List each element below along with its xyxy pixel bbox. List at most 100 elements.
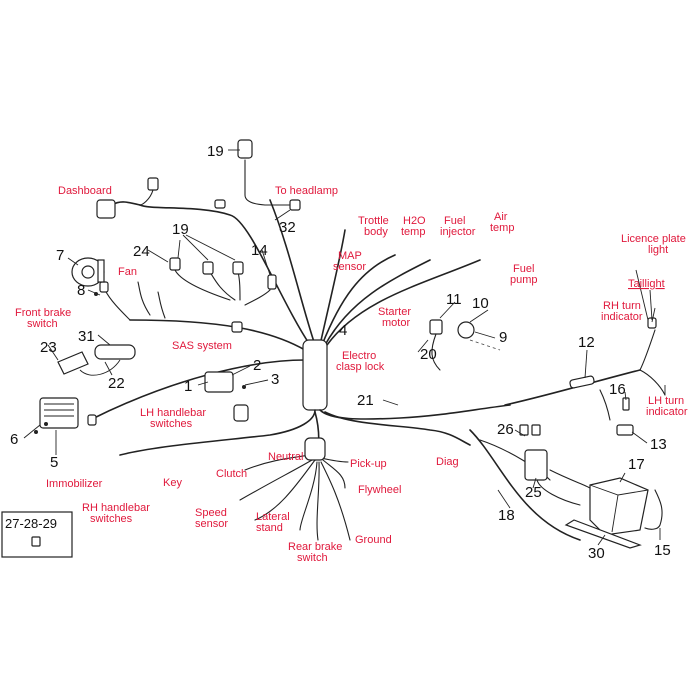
number-30: 30 — [588, 545, 605, 562]
number-13: 13 — [650, 436, 667, 453]
label-taillight: Taillight — [628, 278, 665, 290]
starter-components — [429, 319, 501, 371]
label-trottle-body-1: Trottle — [358, 215, 389, 227]
label-front-brake-switch-2: switch — [27, 318, 58, 330]
label-flywheel: Flywheel — [358, 484, 401, 496]
label-rh-handlebar-switches-1: RH handlebar — [82, 502, 150, 514]
number-1: 1 — [184, 378, 192, 395]
label-fuel-injector-2: injector — [440, 226, 476, 238]
label-fuel-injector-1: Fuel — [444, 215, 465, 227]
number-18: 18 — [498, 507, 515, 524]
label-electro-clasp-lock-2: clasp lock — [336, 361, 385, 373]
label-rh-turn-indicator-1: RH turn — [603, 300, 641, 312]
battery-17 — [589, 477, 649, 536]
horn — [71, 257, 105, 287]
label-air-temp-2: temp — [490, 222, 514, 234]
label-pick-up: Pick-up — [350, 458, 387, 470]
number-4: 4 — [339, 322, 347, 339]
label-lh-handlebar-switches-1: LH handlebar — [140, 407, 206, 419]
label-h2o-temp-2: temp — [401, 226, 425, 238]
label-sas-system: SAS system — [172, 340, 232, 352]
number-15: 15 — [654, 542, 671, 559]
number-8: 8 — [77, 282, 85, 299]
number-17: 17 — [628, 456, 645, 473]
label-clutch: Clutch — [216, 468, 247, 480]
label-rh-handlebar-switches-2: switches — [90, 513, 133, 525]
label-diag: Diag — [436, 456, 459, 468]
label-front-brake-switch-1: Front brake — [15, 307, 71, 319]
label-speed-sensor-2: sensor — [195, 518, 228, 530]
label-map-sensor-2: sensor — [333, 261, 366, 273]
label-key: Key — [163, 477, 182, 489]
component-labels: Dashboard To headlamp Trottle body H2O t… — [15, 185, 688, 564]
number-14: 14 — [251, 242, 268, 259]
label-licence-plate-light-1: Licence plate — [621, 233, 686, 245]
regulator-5 — [39, 397, 97, 429]
number-10: 10 — [472, 295, 489, 312]
label-fuel-pump-1: Fuel — [513, 263, 534, 275]
fasteners — [34, 292, 246, 434]
number-9: 9 — [499, 329, 507, 346]
label-air-temp-1: Air — [494, 211, 508, 223]
label-starter-motor-2: motor — [382, 317, 410, 329]
label-dashboard: Dashboard — [58, 185, 112, 197]
part-numbers: 19 32 19 24 14 7 8 4 31 23 22 2 3 1 6 5 … — [5, 143, 671, 562]
parts-box-label: 27-28-29 — [5, 516, 57, 531]
relays — [204, 371, 249, 422]
number-2: 2 — [253, 357, 261, 374]
number-5: 5 — [50, 454, 58, 471]
number-11: 11 — [446, 291, 462, 308]
label-lateral-stand-2: stand — [256, 522, 283, 534]
label-immobilizer: Immobilizer — [46, 478, 103, 490]
label-map-sensor-1: MAP — [338, 250, 362, 262]
number-6: 6 — [10, 431, 18, 448]
parts-box-27-28-29 — [1, 511, 73, 558]
main-harness — [89, 199, 511, 541]
harness-junction — [304, 437, 326, 461]
label-lh-turn-indicator-2: indicator — [646, 406, 688, 418]
label-fan: Fan — [118, 266, 137, 278]
label-rear-brake-switch-2: switch — [297, 552, 328, 564]
headlamp-connector — [214, 139, 301, 211]
label-lateral-stand-1: Lateral — [256, 511, 290, 523]
number-19-mid: 19 — [172, 221, 189, 238]
label-electro-clasp-lock-1: Electro — [342, 350, 376, 362]
number-3: 3 — [271, 371, 279, 388]
rear-harness — [504, 329, 666, 421]
number-19-top: 19 — [207, 143, 224, 160]
number-25: 25 — [525, 484, 542, 501]
label-fuel-pump-2: pump — [510, 274, 538, 286]
label-licence-plate-light-2: light — [648, 244, 668, 256]
number-22: 22 — [108, 375, 125, 392]
switch-assembly — [57, 344, 136, 376]
number-16: 16 — [609, 381, 626, 398]
label-lh-handlebar-switches-2: switches — [150, 418, 193, 430]
number-26: 26 — [497, 421, 514, 438]
harness-sleeve-4 — [302, 339, 328, 411]
label-lh-turn-indicator-1: LH turn — [648, 395, 684, 407]
label-h2o-temp-1: H2O — [403, 215, 426, 227]
leader-lines — [23, 149, 666, 546]
number-20: 20 — [420, 346, 437, 363]
label-rear-brake-switch-1: Rear brake — [288, 541, 342, 553]
label-neutral: Neutral — [268, 451, 303, 463]
number-23: 23 — [40, 339, 57, 356]
number-31: 31 — [78, 328, 95, 345]
label-to-headlamp: To headlamp — [275, 185, 338, 197]
label-starter-motor-1: Starter — [378, 306, 411, 318]
label-rh-turn-indicator-2: indicator — [601, 311, 643, 323]
label-trottle-body-2: body — [364, 226, 388, 238]
dashboard-connector — [96, 177, 159, 219]
fuse-box — [519, 424, 581, 506]
number-7: 7 — [56, 247, 64, 264]
number-12: 12 — [578, 334, 595, 351]
plate-30 — [564, 519, 642, 549]
label-ground: Ground — [355, 534, 392, 546]
label-speed-sensor-1: Speed — [195, 507, 227, 519]
number-24: 24 — [133, 243, 150, 260]
rear-connectors — [616, 317, 657, 436]
upper-left-connectors — [99, 257, 277, 333]
number-32: 32 — [279, 219, 296, 236]
number-21: 21 — [357, 392, 374, 409]
